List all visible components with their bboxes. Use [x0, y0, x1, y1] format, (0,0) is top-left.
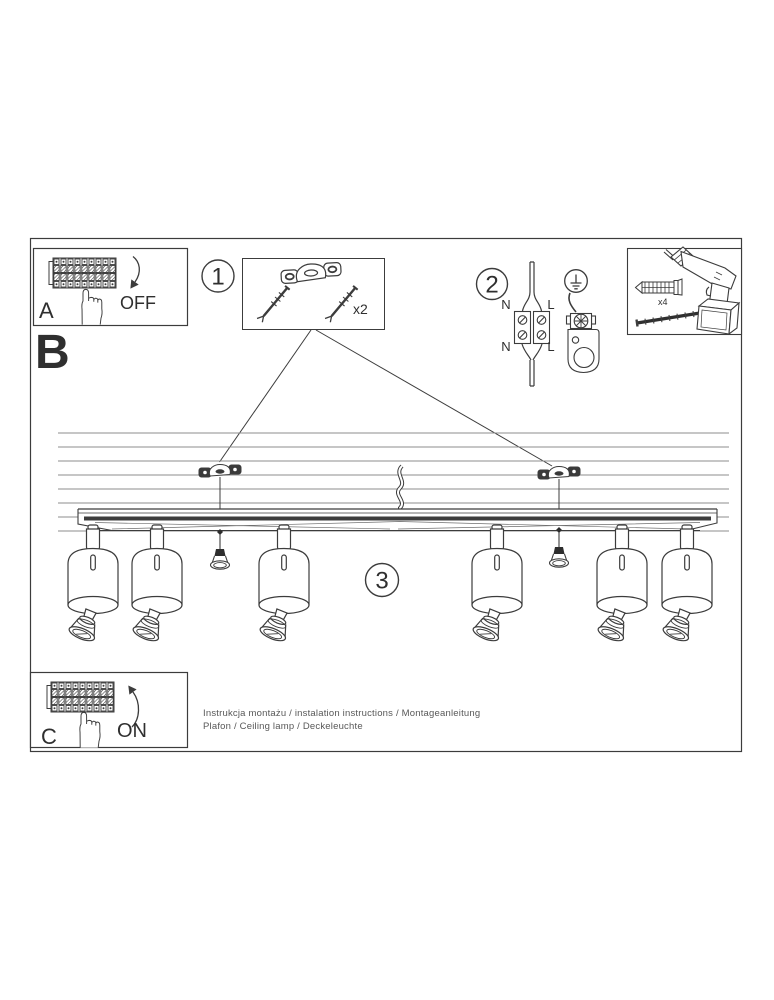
step2-number: 2	[485, 272, 498, 299]
plug-quantity-label: x4	[658, 297, 668, 307]
breaker-panel-icon	[47, 682, 114, 712]
terminal-label-l-bottom: L	[547, 339, 554, 354]
page-frame	[29, 237, 743, 753]
ground-wire	[568, 292, 577, 313]
power-on-box: ON C	[29, 671, 189, 749]
on-label: ON	[117, 720, 147, 742]
ceiling-bracket-icon	[537, 466, 581, 480]
terminal-block	[513, 310, 551, 345]
step1-number: 1	[211, 264, 224, 291]
spotlight	[470, 524, 523, 645]
ground-clamp-icon	[565, 312, 600, 374]
hanging-bulb-icon	[548, 526, 570, 568]
section-b-label: B	[35, 326, 70, 379]
step3-badge	[364, 562, 400, 598]
mounting-screw-icon	[635, 311, 707, 327]
tools-box: x4	[626, 246, 743, 336]
wall-plug-icon	[634, 278, 683, 296]
footer-title-line1: Instrukcja montażu / instalation instruc…	[203, 708, 480, 719]
step2-badge	[475, 267, 509, 301]
spotlight	[130, 524, 183, 645]
panel-a-label: A	[39, 298, 54, 323]
arrow-up-icon	[128, 685, 140, 728]
power-off-box: OFF A	[32, 247, 189, 327]
arrow-down-icon	[130, 255, 140, 289]
spotlight	[257, 524, 310, 645]
spotlight	[595, 524, 648, 645]
mounting-rail	[77, 508, 718, 532]
earth-symbol-icon	[564, 269, 588, 293]
spotlight	[660, 524, 713, 645]
step1-badge	[201, 259, 235, 293]
pointer-line-left	[219, 329, 312, 463]
spotlight	[66, 524, 119, 645]
step1-group: 1 x2	[201, 258, 553, 467]
breaker-panel-icon	[49, 258, 116, 288]
off-label: OFF	[120, 293, 156, 313]
terminal-label-n-top: N	[501, 297, 510, 312]
hanging-bulb-icon	[209, 528, 231, 570]
step2-group: 2 N L N L	[475, 261, 600, 387]
panel-c-label: C	[41, 724, 57, 749]
pointer-line-right	[315, 329, 553, 467]
terminal-label-n-bottom: N	[501, 339, 510, 354]
power-cable	[521, 261, 543, 387]
ceiling-cable	[396, 464, 405, 513]
footer-title-line2: Plafon / Ceiling lamp / Deckeleuchte	[203, 721, 363, 732]
drill-icon	[663, 246, 741, 336]
parts-quantity-label: x2	[353, 301, 368, 317]
terminal-label-l-top: L	[547, 297, 554, 312]
step3-number: 3	[375, 568, 388, 595]
